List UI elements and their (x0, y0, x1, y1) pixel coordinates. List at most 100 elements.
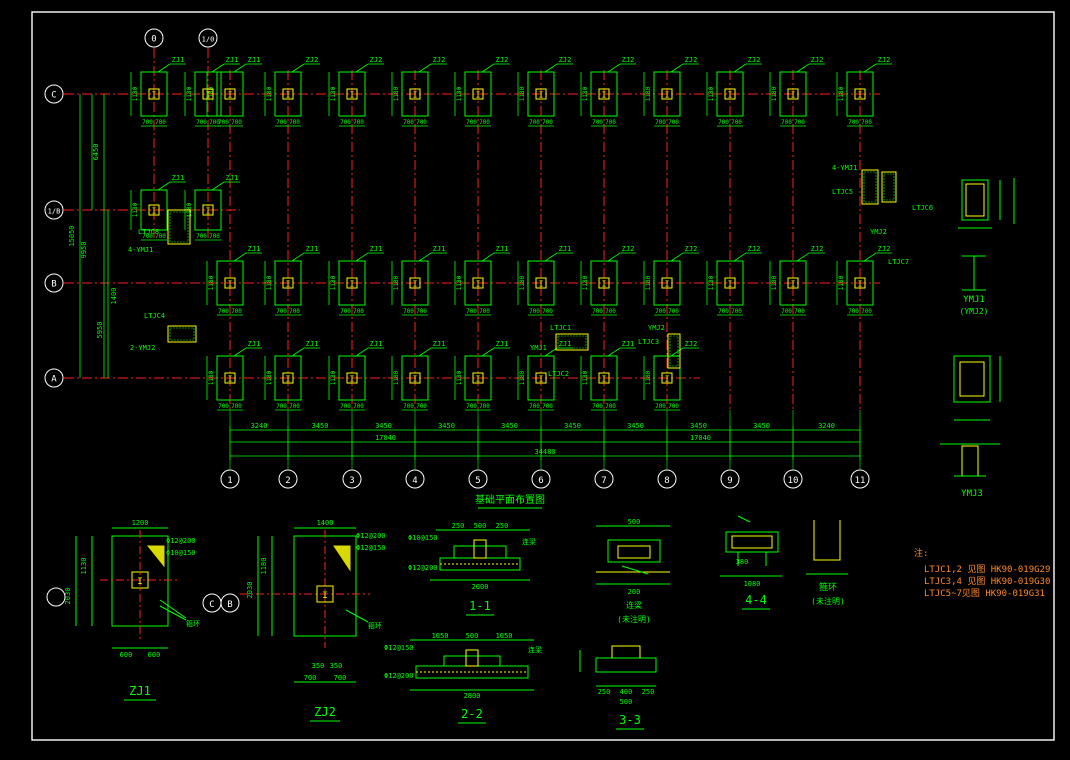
footing-dim-left: 700 (781, 308, 792, 315)
column-plate (535, 372, 547, 384)
label-leader (607, 63, 621, 73)
zj2-dim-h1: 1180 (260, 558, 268, 575)
label-leader (355, 347, 369, 357)
ymj3-label: YMJ3 (961, 489, 983, 499)
axis-bubble-6 (531, 469, 551, 489)
column-plate (724, 88, 736, 100)
footing-dim-height: 1180 (645, 370, 652, 385)
sec11-dim-c: 250 (496, 522, 509, 530)
zj2-detail: C B I 1400 700 700 350 350 1180 2030 Φ12… (202, 519, 386, 722)
sec44-title: 4-4 (745, 593, 767, 607)
row-label-1: 1/B (48, 208, 61, 216)
tag-ltjc8: LTJC8 (138, 209, 191, 245)
column-plate (409, 372, 421, 384)
axis-bubble-4 (405, 469, 425, 489)
footing-outline (464, 355, 492, 401)
lintel-dim: 500 (628, 518, 641, 526)
svg-text:I: I (322, 591, 327, 601)
footing-label: ZJ1 (306, 340, 319, 348)
column-plate (282, 88, 294, 100)
row-bubble-2 (44, 273, 64, 293)
footing-dim-height: 1180 (393, 275, 400, 290)
footing-dim-left: 700 (781, 119, 792, 126)
footing-dim-left: 700 (718, 119, 729, 126)
footing-dim-left: 700 (529, 119, 540, 126)
footing-dim-left: 700 (466, 308, 477, 315)
span-dim-7: 3450 (627, 422, 644, 430)
footing-dim-right: 700 (731, 308, 742, 315)
footing-dim-height: 1180 (456, 86, 463, 101)
column-plate (282, 372, 294, 384)
footing-dim-height: 1180 (519, 86, 526, 101)
left-dim-3: 5950 (96, 322, 104, 339)
label-leader (481, 347, 495, 357)
svg-text:I: I (137, 577, 142, 587)
column-mark: I (602, 280, 607, 289)
footing-label: ZJ1 (172, 56, 185, 64)
tag-inner (669, 335, 679, 367)
row-bubble-3 (44, 368, 64, 388)
footing-dim-left: 700 (196, 233, 207, 240)
footing-dim-right: 700 (479, 119, 490, 126)
column-mark: I (539, 91, 544, 100)
footing-label: ZJ1 (370, 245, 383, 253)
axis-bubble-8 (657, 469, 677, 489)
label-leader (670, 347, 684, 357)
tag-box (861, 169, 879, 205)
footing-dim-height: 1180 (208, 370, 215, 385)
span-dim-4: 3450 (438, 422, 455, 430)
footing-label: ZJ2 (748, 56, 761, 64)
footing-label: ZJ2 (685, 245, 698, 253)
footing-dim-right: 700 (231, 308, 242, 315)
column-plate (224, 372, 236, 384)
footing-dim-left: 700 (655, 119, 666, 126)
span-dim-5: 3450 (501, 422, 518, 430)
zj2-rebar-1: Φ12@200 (356, 532, 386, 540)
footing-dim-right: 700 (605, 308, 616, 315)
sec44-dim-a: 1080 (744, 580, 761, 588)
sec22-dim-b: 500 (466, 632, 479, 640)
zj2-axis-bubble-b (220, 593, 240, 613)
column-mark: I (228, 280, 233, 289)
footing-label: ZJ1 (433, 340, 446, 348)
footing-dim-height: 1180 (645, 86, 652, 101)
label-leader (863, 63, 877, 73)
footing-dim-height: 1180 (208, 86, 215, 101)
ymj1-detail: YMJ1 (YMJ2) (958, 178, 1015, 316)
top-label-1: 1/0 (202, 36, 215, 44)
section-1-1: 2000 250 500 250 Φ10@150 Φ12@200 连梁 1-1 (408, 522, 536, 616)
label-leader (796, 63, 810, 73)
tag-inner (883, 173, 895, 201)
column-mark: I (413, 280, 418, 289)
tag-ltjc5: LTJC5 (832, 169, 879, 205)
axis-label-10: 10 (788, 476, 799, 486)
axis-label-1: 1 (227, 476, 232, 486)
footing-dim-right: 700 (605, 403, 616, 410)
sec11-dim-b: 500 (474, 522, 487, 530)
footing-dim-left: 700 (218, 119, 229, 126)
column-mark: I (665, 375, 670, 384)
column-plate (535, 277, 547, 289)
footing-dim-left: 700 (592, 403, 603, 410)
footing-label: ZJ1 (226, 56, 239, 64)
axis-bubble-5 (468, 469, 488, 489)
footing-dim-left: 700 (466, 403, 477, 410)
axis-bubble-2 (278, 469, 298, 489)
column-mark: I (152, 91, 157, 100)
sec33-title: 3-3 (619, 713, 641, 727)
column-mark: I (602, 91, 607, 100)
footing-dim-height: 1180 (708, 275, 715, 290)
column-plate (148, 88, 160, 100)
ymj1-label: YMJ1 (963, 295, 985, 305)
column-plate (224, 88, 236, 100)
footing-label: ZJ2 (622, 56, 635, 64)
sec22-dim-a: 1050 (432, 632, 449, 640)
footing-dim-height: 1180 (266, 86, 273, 101)
footing-outline (274, 260, 302, 306)
axis-lines (64, 48, 880, 410)
footing-outline (216, 355, 244, 401)
label-leader (233, 347, 247, 357)
